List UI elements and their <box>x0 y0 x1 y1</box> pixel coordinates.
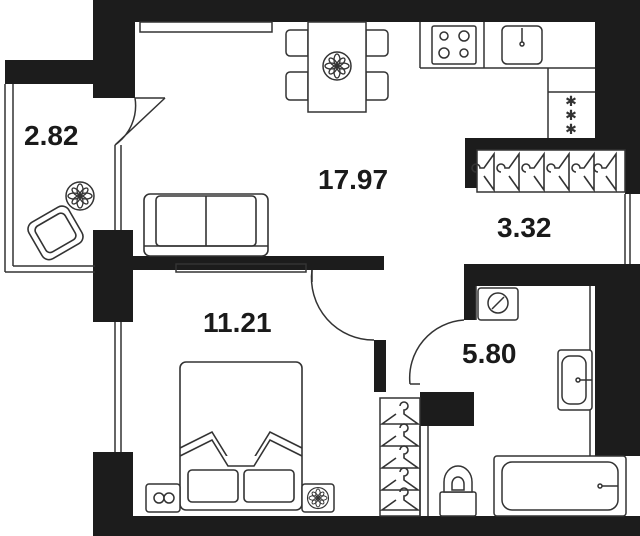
hanger-icon <box>381 401 419 511</box>
kitchen-counter <box>419 22 595 138</box>
svg-text:✱: ✱ <box>565 121 577 137</box>
hanger-icon <box>471 153 617 191</box>
washing-machine-icon <box>477 287 519 321</box>
sink-icon <box>501 25 543 65</box>
flower-icon <box>322 51 352 81</box>
wardrobe-rail <box>476 149 626 193</box>
svg-text:✱: ✱ <box>565 93 577 109</box>
stove-icon <box>431 25 477 65</box>
bathtub-icon <box>493 455 627 517</box>
living-kitchen-area: 17.97 <box>318 164 389 195</box>
bathroom-area: 5.80 <box>462 338 517 369</box>
flower-icon <box>306 486 330 510</box>
fridge-icon: ✱ ✱ ✱ <box>565 93 577 137</box>
nightstand-left <box>145 483 181 513</box>
storage-area: 3.32 <box>497 212 552 243</box>
bedroom-wardrobe <box>379 397 421 517</box>
sofa-icon <box>143 193 269 257</box>
bed-icon <box>179 361 303 511</box>
flower-icon <box>65 181 95 211</box>
svg-text:✱: ✱ <box>565 107 577 123</box>
doors <box>114 97 465 385</box>
toilet-icon <box>439 465 477 517</box>
balcony-area: 2.82 <box>24 120 79 151</box>
walls <box>5 0 640 536</box>
bath-sink-icon <box>557 349 593 411</box>
bedroom-area: 11.21 <box>203 307 272 338</box>
armchair-icon <box>27 205 84 261</box>
